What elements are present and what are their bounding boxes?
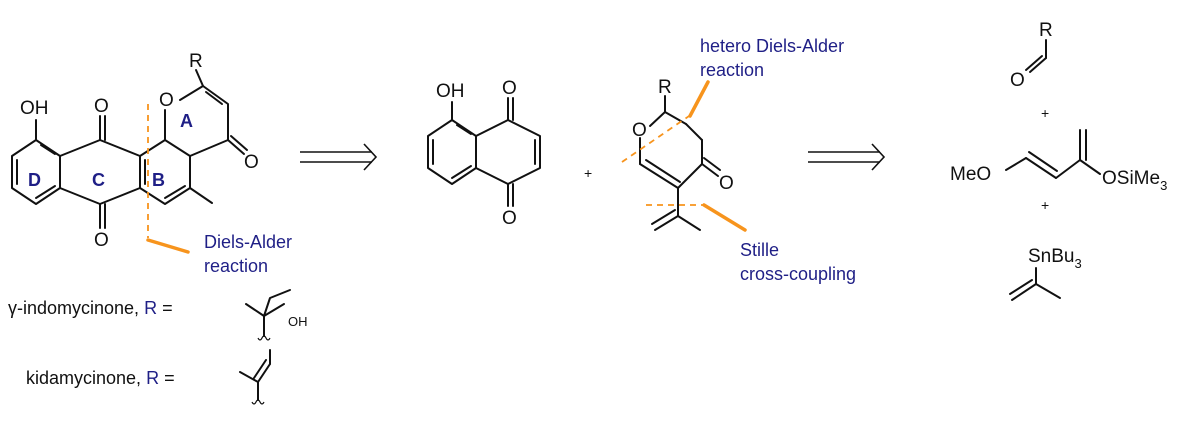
stille-label-line2: cross-coupling — [740, 264, 856, 284]
diene-ketone-label: O — [719, 173, 734, 194]
hetero-da-label-line2: reaction — [700, 60, 764, 80]
indomycinone-oh-label: OH — [288, 314, 308, 329]
ketone-bottom-label: O — [94, 230, 109, 251]
ring-label-b: B — [152, 170, 165, 190]
diene-r-label: R — [658, 77, 672, 98]
naphthoquinone: OH O O — [427, 78, 541, 229]
aldehyde-r-label: R — [1039, 20, 1053, 41]
diene-fragment: R O O hetero Diels-Alder reaction Stille… — [621, 36, 856, 284]
methoxy-label: MeO — [950, 164, 991, 185]
hetero-da-label-line1: hetero Diels-Alder — [700, 36, 844, 56]
ring-label-c: C — [92, 170, 105, 190]
diels-alder-label-line1: Diels-Alder — [204, 232, 292, 252]
nq-ketone-bottom-label: O — [502, 208, 517, 229]
stille-label-line1: Stille — [740, 240, 779, 260]
diene-oxygen-label: O — [632, 120, 647, 141]
ketone-top-label: O — [94, 96, 109, 117]
nq-ketone-top-label: O — [502, 78, 517, 99]
diels-alder-label-line2: reaction — [204, 256, 268, 276]
caption-indomycinone: γ-indomycinone, R = OH — [8, 289, 308, 341]
ring-a — [164, 69, 248, 157]
aldehyde: R O — [1010, 20, 1053, 91]
retro-arrow-2 — [808, 143, 886, 171]
ring-c — [59, 115, 141, 229]
vinyl-stannane: SnBu3 — [1009, 246, 1082, 301]
attachment-squiggle-2 — [251, 399, 265, 405]
hetero-da-disconnection-line — [621, 113, 693, 163]
stille-pointer — [702, 203, 747, 232]
nq-hydroxyl-label: OH — [436, 81, 465, 102]
stannane-label: SnBu3 — [1028, 246, 1082, 271]
plus-sign-2: + — [1041, 105, 1049, 121]
plus-sign-1: + — [584, 165, 592, 181]
ring-d — [11, 119, 61, 205]
silyl-ether-label: OSiMe3 — [1102, 168, 1167, 193]
attachment-squiggle — [257, 335, 271, 341]
retro-arrow-1 — [300, 143, 378, 171]
ketone-pyranone-label: O — [244, 152, 259, 173]
hydroxyl-label: OH — [20, 98, 49, 119]
svg-text:γ-indomycinone, R =: γ-indomycinone, R = — [8, 298, 173, 318]
diels-alder-pointer — [146, 238, 190, 254]
r-label: R — [189, 51, 203, 72]
ring-oxygen-label: O — [159, 90, 174, 111]
indomycinone-r-structure — [245, 303, 265, 337]
plus-sign-3: + — [1041, 197, 1049, 213]
ring-b — [139, 139, 213, 205]
target-molecule: OH O R O O O A B C D Diels-Alder reactio… — [11, 51, 292, 276]
hetero-da-pointer — [688, 80, 710, 118]
caption-kidamycinone: kidamycinone, R = — [26, 349, 271, 405]
danishefsky-diene: MeO OSiMe3 — [950, 129, 1167, 193]
svg-text:kidamycinone, R =: kidamycinone, R = — [26, 368, 175, 388]
ring-label-a: A — [180, 111, 193, 131]
aldehyde-oxygen-label: O — [1010, 70, 1025, 91]
ring-label-d: D — [28, 170, 41, 190]
